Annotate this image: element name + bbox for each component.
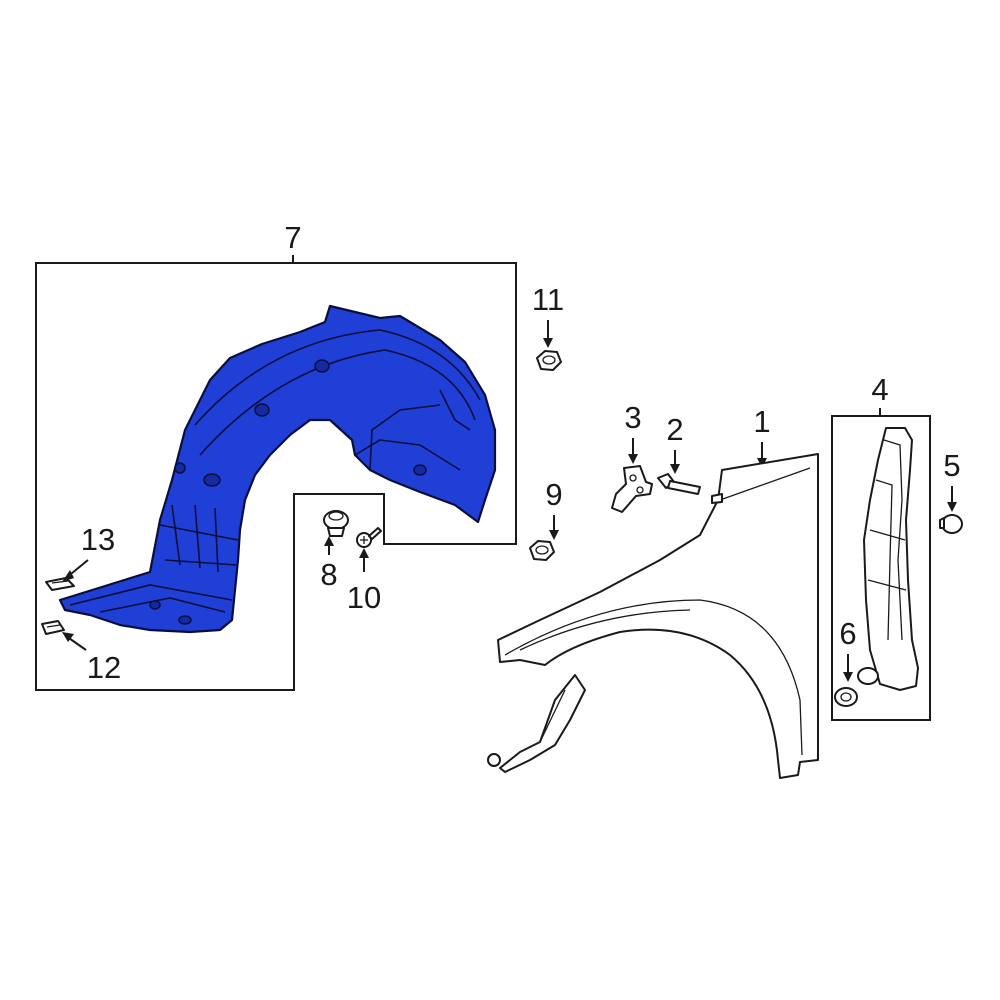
part-5-clip[interactable] [939, 514, 963, 534]
callout-13[interactable]: 13 [81, 522, 115, 557]
arrow-3 [628, 454, 638, 464]
part-4-seal[interactable] [857, 427, 919, 691]
part-6-grommet[interactable] [834, 687, 858, 707]
callout-9[interactable]: 9 [545, 477, 562, 512]
part-13-clip[interactable] [45, 577, 75, 591]
arrow-10 [359, 548, 369, 558]
arrow-11 [543, 338, 553, 348]
callout-8[interactable]: 8 [320, 557, 337, 592]
part-3-bracket[interactable] [611, 465, 653, 513]
arrow-8 [324, 536, 334, 546]
callout-11[interactable]: 11 [532, 282, 564, 317]
callout-2[interactable]: 2 [666, 412, 683, 447]
callout-12[interactable]: 12 [87, 650, 121, 685]
part-12-clip[interactable] [41, 620, 65, 635]
part-9-nut[interactable] [529, 540, 555, 561]
arrow-9 [549, 530, 559, 540]
callout-7[interactable]: 7 [284, 220, 301, 255]
part-11-nut[interactable] [536, 350, 562, 371]
arrow-6 [843, 672, 853, 682]
callout-10[interactable]: 10 [347, 580, 381, 615]
group-box-7 [35, 262, 517, 691]
arrow-5 [947, 502, 957, 512]
callout-6[interactable]: 6 [839, 616, 856, 651]
arrow-13 [62, 570, 74, 582]
part-10-screw[interactable] [356, 527, 382, 548]
fender-part[interactable] [487, 453, 819, 779]
arrow-2 [670, 464, 680, 474]
callout-4[interactable]: 4 [871, 372, 888, 407]
callout-3[interactable]: 3 [624, 400, 641, 435]
fender-liner-part[interactable] [58, 304, 497, 634]
callout-1[interactable]: 1 [753, 404, 770, 439]
arrow-12 [62, 632, 74, 642]
part-2-bolt[interactable] [657, 473, 701, 495]
callout-5[interactable]: 5 [943, 448, 960, 483]
part-8-push-clip[interactable] [323, 510, 349, 537]
